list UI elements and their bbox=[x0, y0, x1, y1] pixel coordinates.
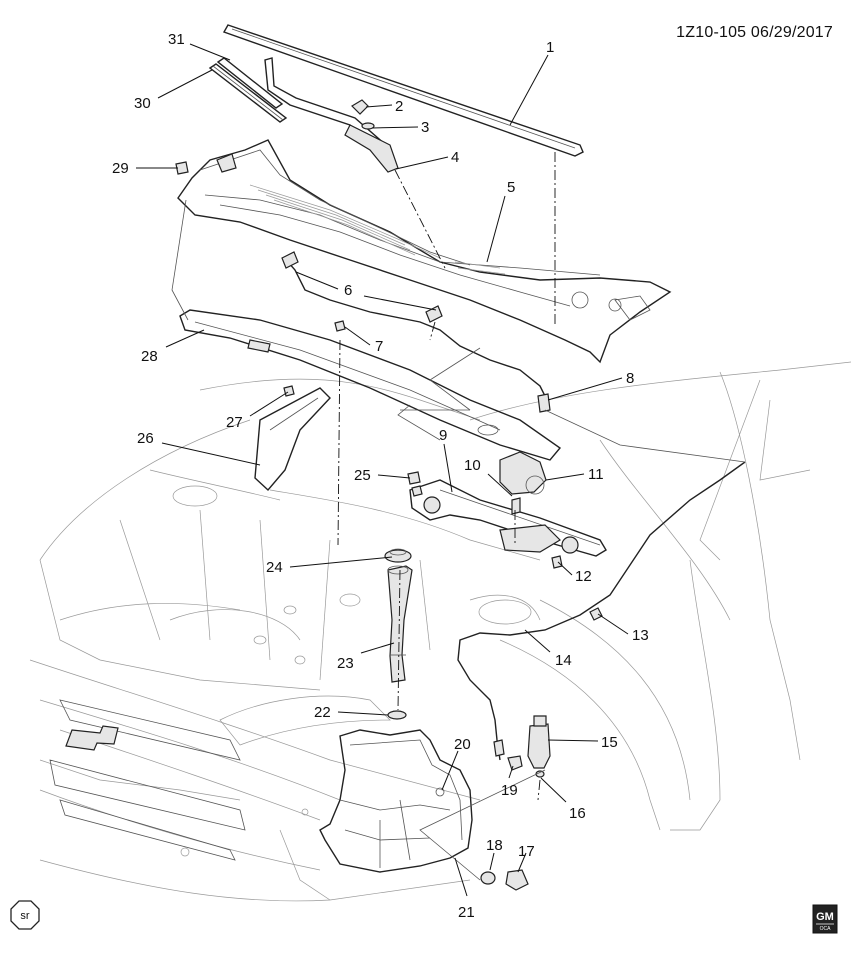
callout-18: 18 bbox=[486, 837, 503, 854]
callout-8: 8 bbox=[626, 370, 634, 387]
part-23-filler-neck bbox=[387, 565, 413, 683]
part-8-connector bbox=[537, 393, 551, 413]
callout-13: 13 bbox=[632, 627, 649, 644]
callout-29: 29 bbox=[112, 160, 129, 177]
diagram-code: 1Z10-105 06/29/2017 bbox=[676, 24, 833, 41]
callout-20: 20 bbox=[454, 736, 471, 753]
callout-28: 28 bbox=[141, 348, 158, 365]
part-11-wiper-motor bbox=[499, 451, 561, 553]
callout-24: 24 bbox=[266, 559, 283, 576]
callout-21: 21 bbox=[458, 904, 475, 921]
part-6-7-nozzle-hose bbox=[281, 251, 547, 399]
vehicle-outline bbox=[29, 361, 851, 902]
callout-22: 22 bbox=[314, 704, 331, 721]
gm-logo-label: GM bbox=[816, 911, 834, 923]
part-14-washer-hose bbox=[457, 461, 746, 761]
part-29-clip bbox=[175, 161, 189, 175]
callout-11: 11 bbox=[588, 466, 604, 483]
sr-badge-icon: sr bbox=[10, 900, 40, 930]
part-30-31-wiper-blade bbox=[208, 57, 288, 123]
part-2-3-nut-cap bbox=[351, 99, 375, 130]
part-28-air-inlet-seal bbox=[179, 309, 562, 461]
callout-5: 5 bbox=[507, 179, 515, 196]
part-17-18-grommet-fitting bbox=[480, 869, 529, 891]
part-15-washer-pump bbox=[527, 715, 551, 769]
callout-25: 25 bbox=[354, 467, 371, 484]
part-22-reservoir-seal bbox=[387, 710, 407, 720]
part-13-grommet bbox=[589, 607, 603, 621]
part-26-27-side-seal bbox=[254, 385, 331, 492]
phantom-lines bbox=[171, 152, 746, 881]
callout-17: 17 bbox=[518, 843, 535, 860]
gm-logo-sublabel: OCA bbox=[820, 926, 832, 932]
callout-15: 15 bbox=[601, 734, 618, 751]
part-25-screw bbox=[407, 471, 421, 485]
callout-26: 26 bbox=[137, 430, 154, 447]
callout-7: 7 bbox=[375, 338, 383, 355]
callout-30: 30 bbox=[134, 95, 151, 112]
callout-2: 2 bbox=[395, 98, 403, 115]
part-5-cowl-panel bbox=[177, 139, 672, 364]
part-24-filler-cap bbox=[384, 548, 412, 563]
leader-lines bbox=[136, 43, 629, 897]
part-1-weatherstrip bbox=[222, 24, 584, 157]
callout-27: 27 bbox=[226, 414, 243, 431]
callout-3: 3 bbox=[421, 119, 429, 136]
callout-9: 9 bbox=[439, 427, 447, 444]
part-21-washer-reservoir bbox=[319, 729, 473, 873]
callout-16: 16 bbox=[569, 805, 586, 822]
callout-1: 1 bbox=[546, 39, 554, 56]
callout-labels: 1 2 3 4 5 6 7 8 9 10 11 12 13 14 15 16 1… bbox=[112, 31, 649, 921]
part-4-wiper-arm bbox=[264, 57, 399, 173]
callout-14: 14 bbox=[555, 652, 572, 669]
callout-6: 6 bbox=[344, 282, 352, 299]
callout-4: 4 bbox=[451, 149, 459, 166]
part-19-connector bbox=[507, 755, 523, 771]
callout-12: 12 bbox=[575, 568, 592, 585]
callout-23: 23 bbox=[337, 655, 354, 672]
callout-19: 19 bbox=[501, 782, 518, 799]
part-9-wiper-linkage bbox=[409, 479, 607, 557]
gm-logo-icon: GM OCA bbox=[812, 904, 838, 934]
callout-31: 31 bbox=[168, 31, 185, 48]
callout-10: 10 bbox=[464, 457, 481, 474]
chevrolet-logo-icon bbox=[65, 725, 119, 751]
sr-badge-label: sr bbox=[20, 910, 30, 922]
